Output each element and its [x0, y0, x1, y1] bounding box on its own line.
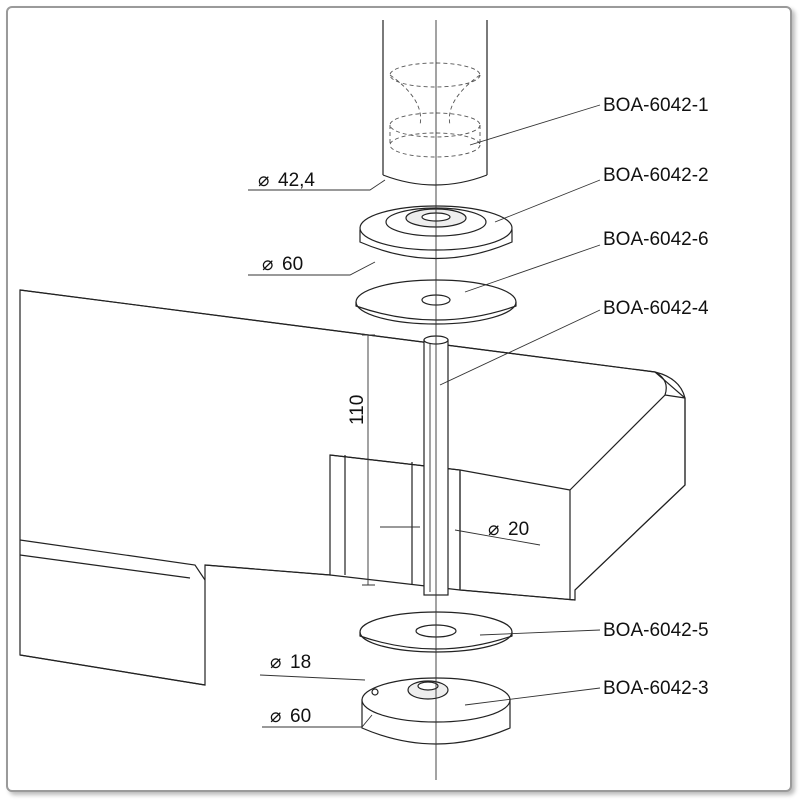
- tube-BOA-6042-1: [382, 20, 488, 186]
- dim-tube-diameter: 42,4: [278, 170, 315, 191]
- dim-flange-diameter: 60: [282, 254, 303, 275]
- dim-rod-diameter: 20: [508, 519, 529, 540]
- dim-tube-diameter-symbol: ⌀: [258, 170, 269, 191]
- dim-bore-diameter-symbol: ⌀: [270, 652, 281, 673]
- dim-base-diameter-symbol: ⌀: [270, 706, 281, 727]
- dim-rod-diameter-symbol: ⌀: [488, 519, 499, 540]
- part-label-3: BOA-6042-3: [603, 678, 709, 699]
- dim-bore-diameter: 18: [290, 652, 311, 673]
- dim-base-diameter: 60: [290, 706, 311, 727]
- dim-rod-length: 110: [347, 395, 368, 425]
- part-label-5: BOA-6042-5: [603, 620, 709, 641]
- part-label-2: BOA-6042-2: [603, 165, 709, 186]
- part-label-4: BOA-6042-4: [603, 298, 709, 319]
- part-label-6: BOA-6042-6: [603, 229, 709, 250]
- table-slab: [19, 289, 686, 686]
- leader-lines: [248, 104, 601, 728]
- part-label-1: BOA-6042-1: [603, 95, 709, 116]
- dim-flange-diameter-symbol: ⌀: [262, 254, 273, 275]
